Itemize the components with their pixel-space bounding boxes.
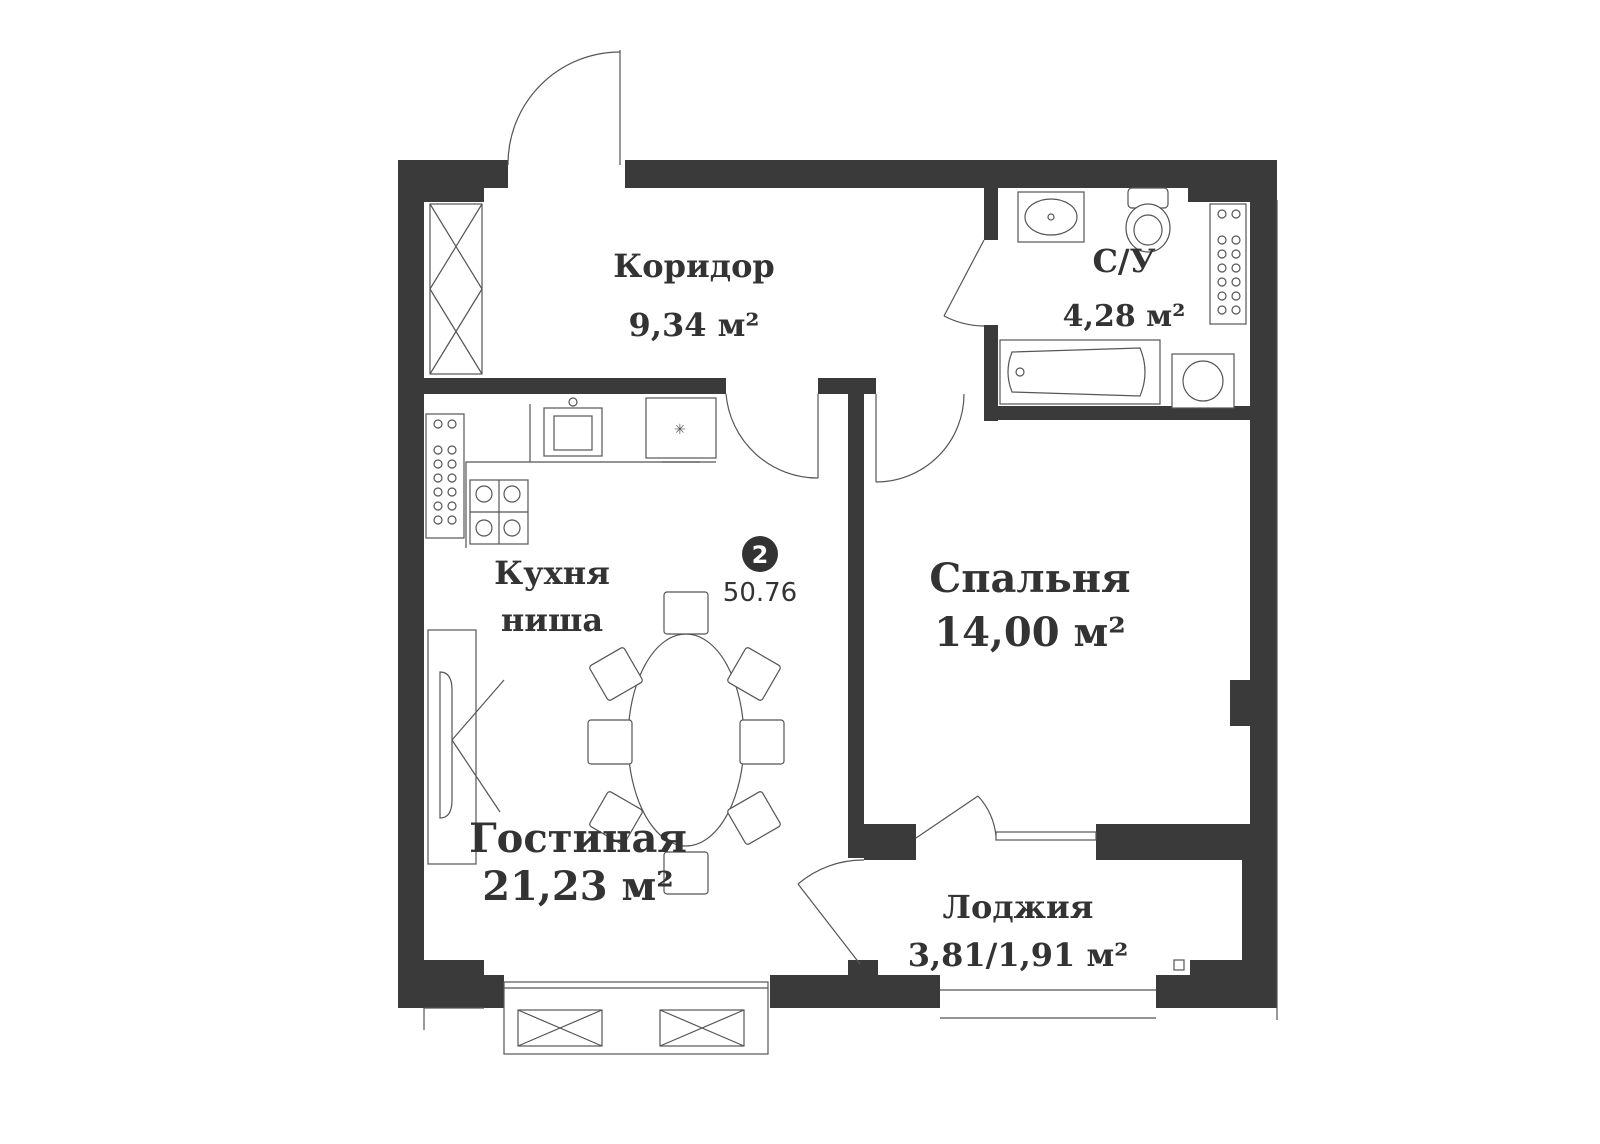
bedroom-label: Спальня: [929, 555, 1130, 602]
bathroom-radiator-coils: [1217, 209, 1241, 315]
kitchen-radiator-coils: [433, 419, 457, 525]
kitchen-fixtures: ✳: [425, 397, 717, 548]
loggia-area: 3,81/1,91 м²: [908, 936, 1129, 974]
bathroom-label: С/У: [1092, 242, 1155, 280]
walls: [398, 160, 1277, 1008]
corridor-label: Коридор: [613, 247, 775, 285]
loggia-label: Лоджия: [943, 888, 1094, 926]
svg-text:✳: ✳: [674, 422, 686, 438]
kitchen-label-line1: Кухня: [494, 554, 610, 592]
unit-number: 2: [752, 541, 769, 569]
bathroom-fixtures: [999, 187, 1247, 409]
bedroom-area: 14,00 м²: [934, 609, 1125, 656]
unit-badge: 2 50.76: [723, 536, 797, 608]
living-label: Гостиная: [469, 815, 687, 862]
living-furniture: [427, 591, 785, 895]
windows: [423, 200, 1278, 1055]
unit-total-area: 50.76: [723, 578, 797, 608]
living-area: 21,23 м²: [482, 863, 673, 910]
doors: [507, 50, 997, 965]
loggia-post: [1173, 959, 1185, 971]
bathroom-area: 4,28 м²: [1063, 299, 1186, 334]
corridor-area: 9,34 м²: [629, 306, 760, 344]
kitchen-label-line2: ниша: [501, 601, 603, 639]
